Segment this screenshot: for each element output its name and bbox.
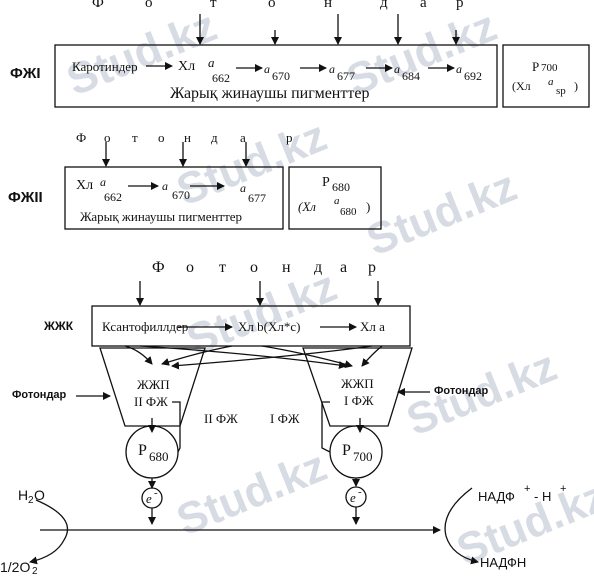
chl-b-label: Хл b(Хл*c) [238,319,301,334]
chl-sub: 670 [272,69,290,83]
xanthophylls-label: Ксантофиллдер [102,319,189,334]
chl-a-label: Хл a [360,319,385,334]
p680-title-sub: 680 [332,180,350,194]
chl-sub: 677 [248,191,266,205]
p700-title: Р [532,59,540,74]
fzh1-label: ФЖІ [10,65,41,82]
photon-letter: р [368,259,376,276]
p680-a-sub: 680 [340,206,357,218]
chl-sub: 670 [172,188,190,202]
photon-letter: н [324,0,333,11]
photon-letter: н [184,130,191,145]
photon-letter: о [145,0,153,11]
water-o: O [34,487,45,503]
chl-a: a [162,179,168,193]
electron-left-e: e [146,491,152,506]
chl-sub: 662 [104,190,122,204]
p680-line2: (Хл [298,199,316,214]
left-photons-label: Фотондар [12,389,67,401]
p700-line2: (Хл [512,79,531,93]
nadp-plus-label: НАДФ [478,489,515,504]
electron-right-e: e [350,490,356,505]
nadph-label: НАДФН [480,555,527,570]
zhzhk-label: ЖЖК [44,319,74,333]
p700-center-sub: 700 [353,449,373,464]
p700-close: ) [574,79,578,93]
nadp-sup2: + [560,483,567,495]
photon-letter: р [456,0,464,11]
carotenoids-label: Каротиндер [72,59,138,74]
nadp-dash-h: - H [534,489,552,504]
zhzhk-box [91,305,411,347]
photon-letter: н [282,259,291,276]
ii-fzh-label: II ФЖ [204,411,238,426]
p700-a: a [548,76,554,88]
chl-a: a [264,62,270,76]
photon-letter: о [250,259,258,276]
fzh2-label: ФЖІІ [8,189,43,206]
nadp-sup1: + [524,483,531,495]
p680-center-sub: 680 [149,449,169,464]
electron-right-sup: - [358,486,362,498]
chl-sub: 677 [337,69,355,83]
photon-letter: д [380,0,388,11]
i-fzh-label: I ФЖ [270,411,300,426]
photon-letter: о [268,0,276,11]
oxygen-sub: 2 [32,566,38,577]
fzh1-main-box [54,44,498,108]
photon-letter: Ф [92,0,104,11]
p680-close: ) [366,199,371,214]
left-funnel-line1: ЖЖП [137,377,170,392]
photon-letter: Ф [76,130,87,145]
photon-letter: а [240,130,246,145]
electron-right-circle [345,486,367,508]
p700-a-sub: sp [556,85,566,97]
chl-sub: 662 [212,71,230,85]
right-funnel-line2: I ФЖ [344,393,374,408]
p700-title-sub: 700 [541,62,558,74]
left-funnel-line2: II ФЖ [134,394,168,409]
photon-letter: о [158,130,165,145]
chl-prefix: Хл [178,59,196,74]
chl-a: a [329,62,335,76]
chl-a: a [208,55,215,70]
chl-prefix: Хл [76,178,94,193]
oxygen-label: 1/2O [0,559,31,575]
electron-left-circle [141,487,163,509]
p680-title: Р [322,175,330,190]
right-photons-label: Фотондар [434,385,489,397]
p680-a: a [334,195,340,207]
water-h: H [18,487,29,503]
photon-letter: а [340,259,348,276]
photon-letter: а [420,0,427,11]
water-sub: 2 [28,495,34,506]
photon-letter: т [210,0,217,11]
photon-letter: д [211,130,218,145]
photon-letter: т [132,130,138,145]
p700-center-p: Р [342,442,351,459]
photon-letter: о [186,259,194,276]
chl-sub: 692 [464,69,482,83]
chl-a: a [394,62,400,76]
photon-letter: т [219,259,226,276]
p680-center-p: Р [138,442,147,459]
chl-sub: 684 [402,69,420,83]
electron-left-sup: - [154,487,158,499]
chl-a: a [100,175,106,189]
photon-letter: д [314,259,323,276]
fzh2-caption: Жарық жинаушы пигменттер [80,209,243,224]
photon-letter: Ф [152,259,165,276]
fzh2-side-box [288,166,382,230]
fzh1-side-box [502,44,590,108]
photon-letter: о [104,130,111,145]
fzh2-main-box [64,166,284,230]
chl-a: a [240,181,246,195]
right-funnel-line1: ЖЖП [341,376,374,391]
photon-letter: р [286,130,293,145]
fzh1-caption: Жарық жинаушы пигменттер [170,85,370,102]
chl-a: a [456,62,462,76]
right-funnel [302,347,413,427]
